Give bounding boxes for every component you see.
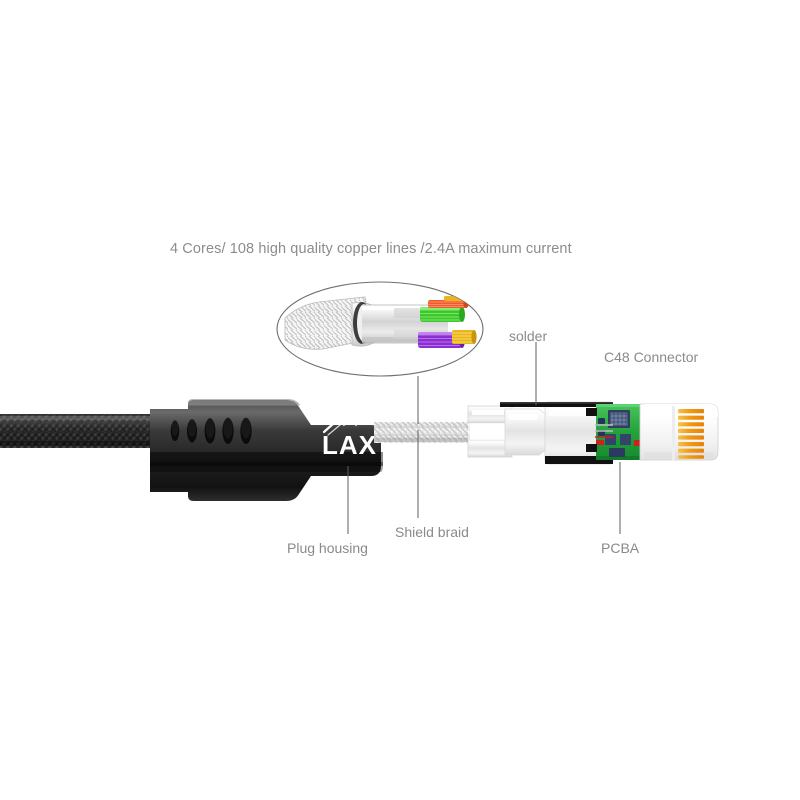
pcba-component — [605, 434, 616, 445]
label-solder: solder — [509, 328, 548, 344]
pcba-component — [620, 434, 631, 445]
headline-text: 4 Cores/ 108 high quality copper lines /… — [170, 241, 572, 257]
label-pcba: PCBA — [601, 540, 640, 556]
pcba-red-marker — [634, 440, 643, 446]
plug-vent-holes — [170, 417, 252, 444]
lax-logo-text: LAX — [322, 430, 377, 460]
leader-lines — [347, 342, 621, 534]
pcba-red-marker — [596, 440, 604, 445]
label-shield-braid: Shield braid — [395, 524, 469, 540]
yellow-core — [452, 330, 477, 344]
sleeve-top-stripe — [500, 402, 613, 407]
c48-connector — [639, 403, 719, 461]
connector-pins — [678, 409, 704, 459]
sleeve-bottom-stripe — [545, 456, 613, 464]
label-c48-connector: C48 Connector — [604, 349, 699, 365]
shooting-star-icon — [322, 405, 361, 436]
magnifier-callout — [276, 281, 484, 377]
shield-braid-section — [374, 419, 470, 443]
label-plug-housing: Plug housing — [287, 540, 368, 556]
pcba — [586, 404, 650, 460]
green-core — [420, 307, 465, 322]
braided-cable — [0, 414, 160, 448]
pcba-component — [609, 448, 625, 457]
wire-cores — [418, 296, 477, 348]
lax-logo: LAX — [322, 405, 377, 460]
plug-housing: LAX — [150, 399, 383, 501]
